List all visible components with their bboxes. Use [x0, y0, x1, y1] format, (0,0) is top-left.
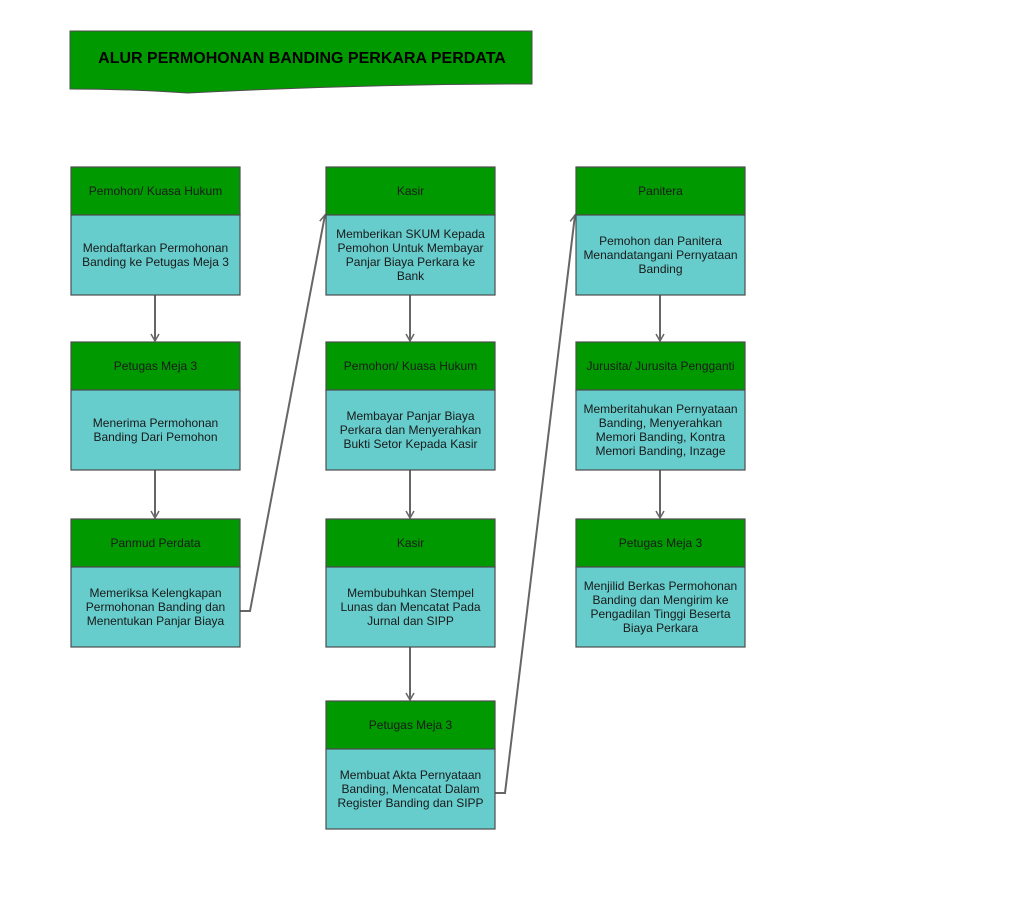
step-description-line: Banding ke Petugas Meja 3	[82, 255, 229, 269]
step-description-line: Membayar Panjar Biaya	[346, 409, 474, 423]
step-description-line: Banding dan Mengirim ke	[592, 593, 728, 607]
diagram-title: ALUR PERMOHONAN BANDING PERKARA PERDATA	[98, 50, 506, 67]
step-role: Panmud Perdata	[110, 536, 200, 550]
flow-arrow	[495, 213, 579, 794]
step-role: Petugas Meja 3	[619, 536, 703, 550]
step-description-line: Banding Dari Pemohon	[93, 430, 217, 444]
step-description-line: Memberikan SKUM Kepada	[336, 227, 485, 241]
step-description-line: Biaya Perkara	[623, 621, 699, 635]
step-role: Petugas Meja 3	[369, 718, 453, 732]
step-header-box	[325, 700, 496, 750]
flow-step: Petugas Meja 3 Menerima PermohonanBanding…	[70, 341, 241, 471]
step-description-line: Jurnal dan SIPP	[367, 614, 454, 628]
step-body-box	[575, 214, 746, 296]
step-description-line: Banding	[638, 262, 682, 276]
step-role: Pemohon/ Kuasa Hukum	[89, 184, 222, 198]
step-description-line: Memori Banding, Inzage	[595, 444, 725, 458]
step-description-line: Memori Banding, Kontra	[596, 430, 726, 444]
step-description-line: Bank	[397, 269, 425, 283]
step-role: Kasir	[397, 536, 424, 550]
step-role: Kasir	[397, 184, 424, 198]
step-description-line: Membuat Akta Pernyataan	[340, 768, 481, 782]
step-header-box	[575, 518, 746, 568]
title-banner: ALUR PERMOHONAN BANDING PERKARA PERDATA	[69, 30, 533, 94]
flow-step: Petugas Meja 3 Membuat Akta PernyataanBan…	[325, 700, 496, 830]
step-description-line: Perkara dan Menyerahkan	[340, 423, 481, 437]
step-description-line: Bukti Setor Kepada Kasir	[343, 437, 477, 451]
step-description-line: Menerima Permohonan	[93, 416, 218, 430]
step-description-line: Register Banding dan SIPP	[337, 796, 483, 810]
connector-layer	[150, 213, 665, 794]
step-body-box	[70, 214, 241, 296]
step-description-line: Lunas dan Mencatat Pada	[340, 600, 480, 614]
step-body-box	[325, 566, 496, 648]
step-body-box	[575, 566, 746, 648]
step-role: Panitera	[638, 184, 683, 198]
step-description-line: Memeriksa Kelengkapan	[89, 586, 221, 600]
flow-step: Petugas Meja 3 Menjilid Berkas Permohonan…	[575, 518, 746, 648]
step-header-box	[575, 166, 746, 216]
flow-arrow	[240, 213, 329, 612]
step-role: Petugas Meja 3	[114, 359, 198, 373]
flow-step: Jurusita/ Jurusita PenggantiMemberitahuk…	[575, 341, 746, 471]
step-description-line: Pengadilan Tinggi Beserta	[590, 607, 730, 621]
step-description-line: Pemohon Untuk Membayar	[337, 241, 483, 255]
step-description-line: Banding, Mencatat Dalam	[341, 782, 479, 796]
step-description-line: Menandatangani Pernyataan	[583, 248, 737, 262]
step-description-line: Banding, Menyerahkan	[599, 416, 722, 430]
step-body-box	[325, 389, 496, 471]
step-body-box	[325, 748, 496, 830]
step-description-line: Menjilid Berkas Permohonan	[584, 579, 737, 593]
step-header-box	[325, 518, 496, 568]
step-body-box	[575, 389, 746, 471]
step-description-line: Menentukan Panjar Biaya	[87, 614, 225, 628]
step-header-box	[575, 341, 746, 391]
step-role: Pemohon/ Kuasa Hukum	[344, 359, 477, 373]
step-header-box	[70, 166, 241, 216]
step-description-line: Pemohon dan Panitera	[599, 234, 722, 248]
step-header-box	[325, 166, 496, 216]
step-body-box	[70, 566, 241, 648]
step-body-box	[70, 389, 241, 471]
step-header-box	[70, 518, 241, 568]
step-description-line: Permohonan Banding dan	[86, 600, 225, 614]
step-role: Jurusita/ Jurusita Pengganti	[586, 359, 734, 373]
title-banner-shape	[69, 30, 533, 94]
step-description-line: Memberitahukan Pernyataan	[583, 402, 737, 416]
step-body-box	[325, 214, 496, 296]
step-description-line: Mendaftarkan Permohonan	[83, 241, 228, 255]
step-description-line: Panjar Biaya Perkara ke	[346, 255, 476, 269]
step-description-line: Membubuhkan Stempel	[347, 586, 474, 600]
